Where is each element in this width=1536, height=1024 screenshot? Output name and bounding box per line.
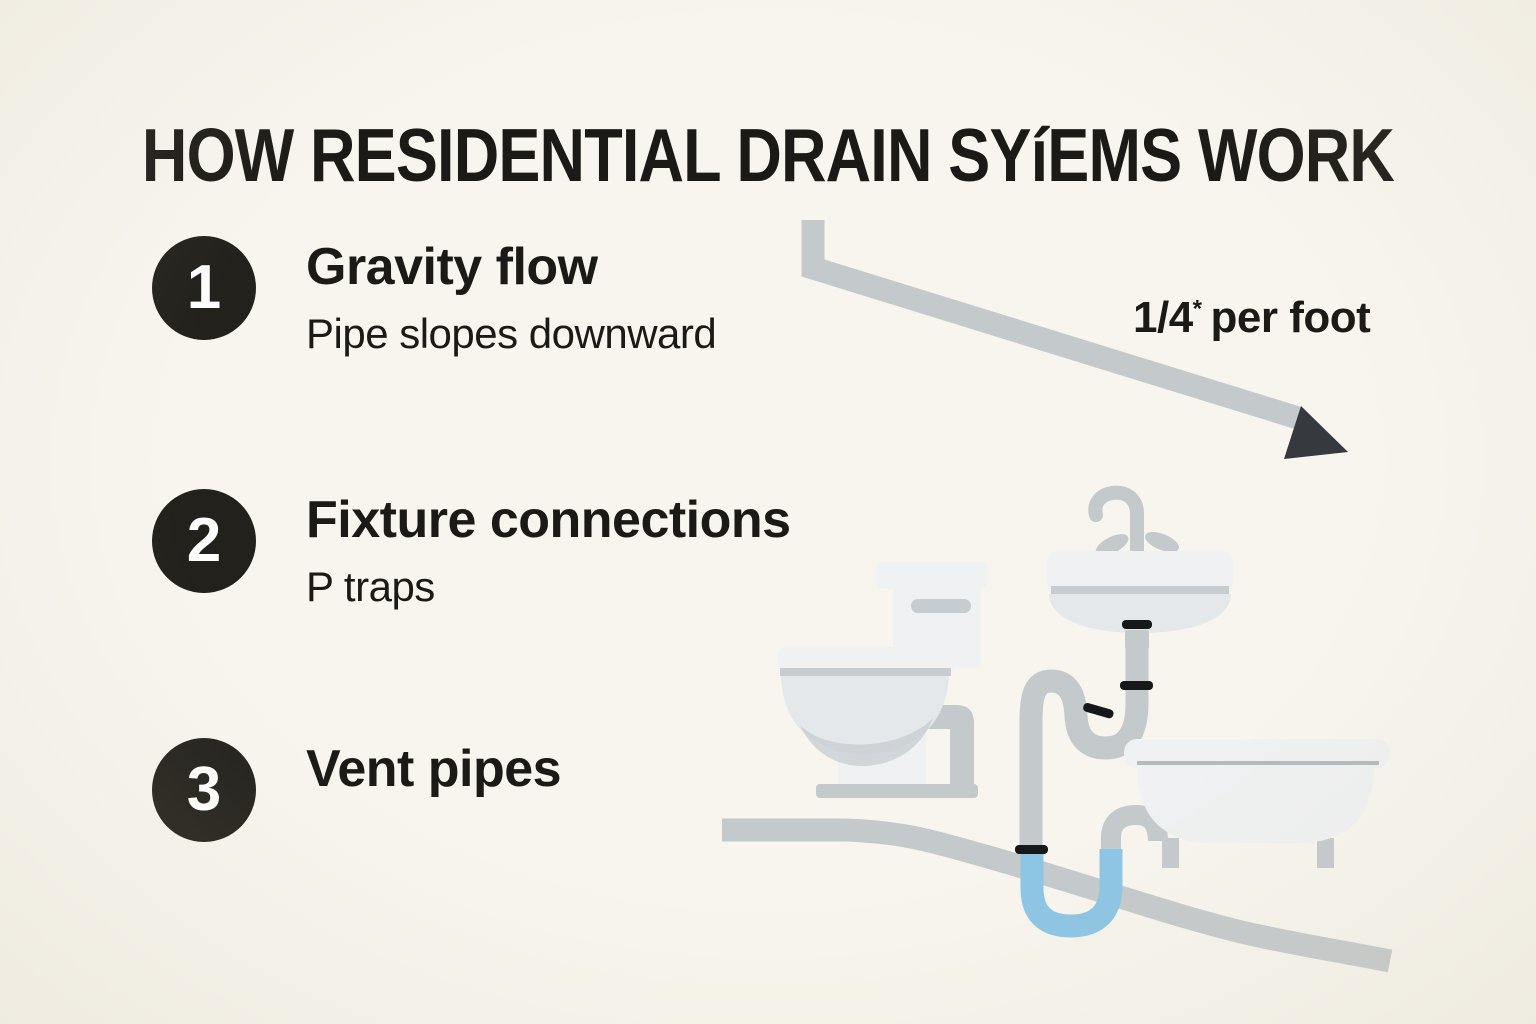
- page-title: HOW RESIDENTIAL DRAIN SYíEMS WORK: [141, 113, 1395, 198]
- step-badge: 3: [152, 738, 256, 842]
- bathtub-icon: [1124, 739, 1390, 868]
- step-subtitle: Pipe slopes downward: [306, 310, 717, 358]
- pipe-couplings: [1015, 620, 1153, 854]
- step-item-vent-pipes: 3 Vent pipes: [152, 738, 562, 842]
- coupling-sink-drain: [1122, 620, 1152, 629]
- step-text: Vent pipes: [306, 738, 562, 812]
- flow-arrow-icon: [1284, 406, 1348, 459]
- sink-trap-pipe: [1019, 630, 1149, 851]
- inch-mark: *: [1192, 295, 1202, 323]
- coupling-trap-bend: [1083, 702, 1114, 719]
- sloped-pipe-graphic: [801, 220, 1348, 459]
- tub-drain-pipe: [1101, 804, 1168, 849]
- coupling-trap-top: [1120, 681, 1153, 690]
- step-title: Fixture connections: [306, 491, 791, 549]
- main-drain-pipe: [722, 818, 1393, 973]
- step-badge: 1: [152, 236, 256, 340]
- step-badge: 2: [152, 489, 256, 593]
- step-item-gravity-flow: 1 Gravity flow Pipe slopes downward: [152, 236, 717, 358]
- slope-unit: per foot: [1210, 293, 1371, 342]
- step-title: Gravity flow: [306, 238, 598, 296]
- step-text: Gravity flow Pipe slopes downward: [306, 236, 717, 358]
- toilet-icon: [777, 562, 988, 798]
- step-text: Fixture connections P traps: [306, 489, 791, 611]
- slope-annotation: 1/4* per foot: [1133, 293, 1371, 343]
- step-subtitle: P traps: [306, 563, 435, 611]
- p-trap-highlight: [1020, 849, 1123, 938]
- step-number: 1: [186, 253, 222, 322]
- step-number: 2: [186, 506, 222, 575]
- coupling-vertical-drop: [1015, 845, 1048, 854]
- step-item-fixture-connections: 2 Fixture connections P traps: [152, 489, 791, 611]
- step-title: Vent pipes: [306, 740, 562, 798]
- step-number: 3: [186, 755, 222, 824]
- slope-value: 1/4: [1133, 293, 1193, 342]
